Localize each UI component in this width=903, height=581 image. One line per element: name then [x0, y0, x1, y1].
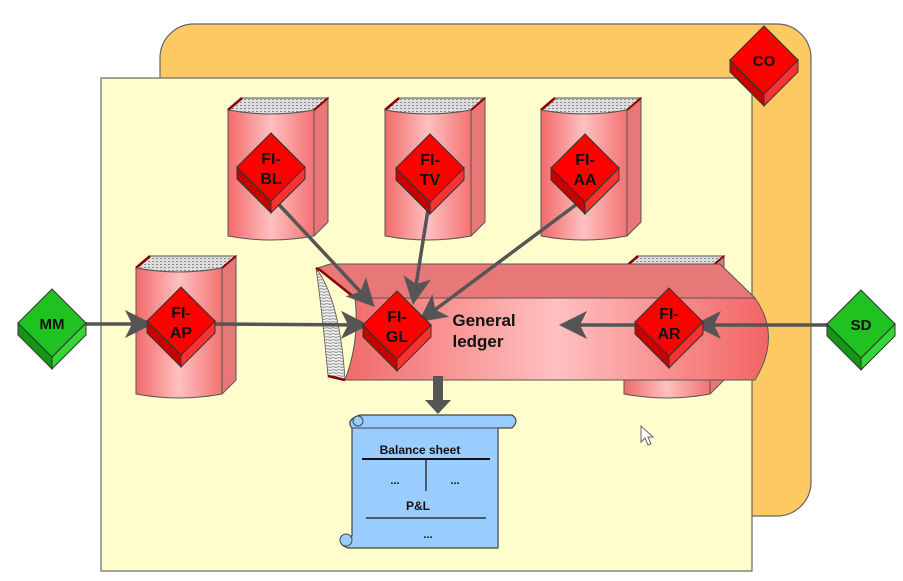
fi-bl-module[interactable]: FI- BL	[236, 132, 306, 215]
module-label-line1: FI-	[575, 152, 595, 169]
module-label-line1: FI-	[171, 305, 191, 322]
module-label-line1: FI-	[420, 152, 440, 169]
module-label-line1: FI-	[261, 151, 281, 168]
general-ledger-label-line1: General	[452, 311, 515, 330]
fi-tv-module[interactable]: FI- TV	[395, 133, 465, 216]
module-label: CO	[753, 53, 776, 70]
module-label-line2: TV	[420, 172, 441, 189]
balance-sheet-report[interactable]	[339, 414, 517, 549]
report-pl-label: P&L	[406, 499, 430, 513]
module-label-line2: GL	[386, 329, 408, 346]
arrow-fi-tv-to-fi-gl	[403, 196, 432, 305]
fi-ar-module[interactable]: FI- AR	[634, 287, 704, 370]
mouse-cursor-icon	[640, 424, 655, 446]
arrow-fi-bl-to-fi-gl	[268, 193, 375, 308]
module-label-line2: BL	[260, 171, 282, 188]
fi-gl-module[interactable]: FI- GL	[362, 290, 432, 373]
connectors	[82, 193, 832, 339]
fi-ap-module[interactable]: FI- AP	[146, 286, 216, 369]
general-ledger-label-line2: ledger	[452, 332, 503, 351]
module-label-line2: AR	[657, 326, 681, 343]
mm-module[interactable]: MM	[17, 288, 87, 371]
co-module[interactable]: CO	[729, 25, 799, 108]
module-label-line1: FI-	[659, 306, 679, 323]
arrow-gl-to-report	[425, 376, 451, 414]
module-label-line2: AA	[573, 172, 597, 189]
arrow-fi-ap-to-fi-gl	[209, 310, 369, 339]
report-bottom-value: ...	[423, 529, 432, 541]
module-label: MM	[40, 316, 65, 333]
fi-aa-module[interactable]: FI- AA	[550, 133, 620, 216]
report-header: Balance sheet	[380, 443, 461, 457]
report-right-value: ...	[450, 475, 459, 487]
arrow-fi-aa-to-fi-gl	[418, 196, 587, 323]
report-left-value: ...	[390, 475, 399, 487]
sd-module[interactable]: SD	[826, 289, 896, 372]
module-label-line2: AP	[170, 325, 193, 342]
module-label: SD	[851, 317, 872, 334]
module-label-line1: FI-	[387, 309, 407, 326]
